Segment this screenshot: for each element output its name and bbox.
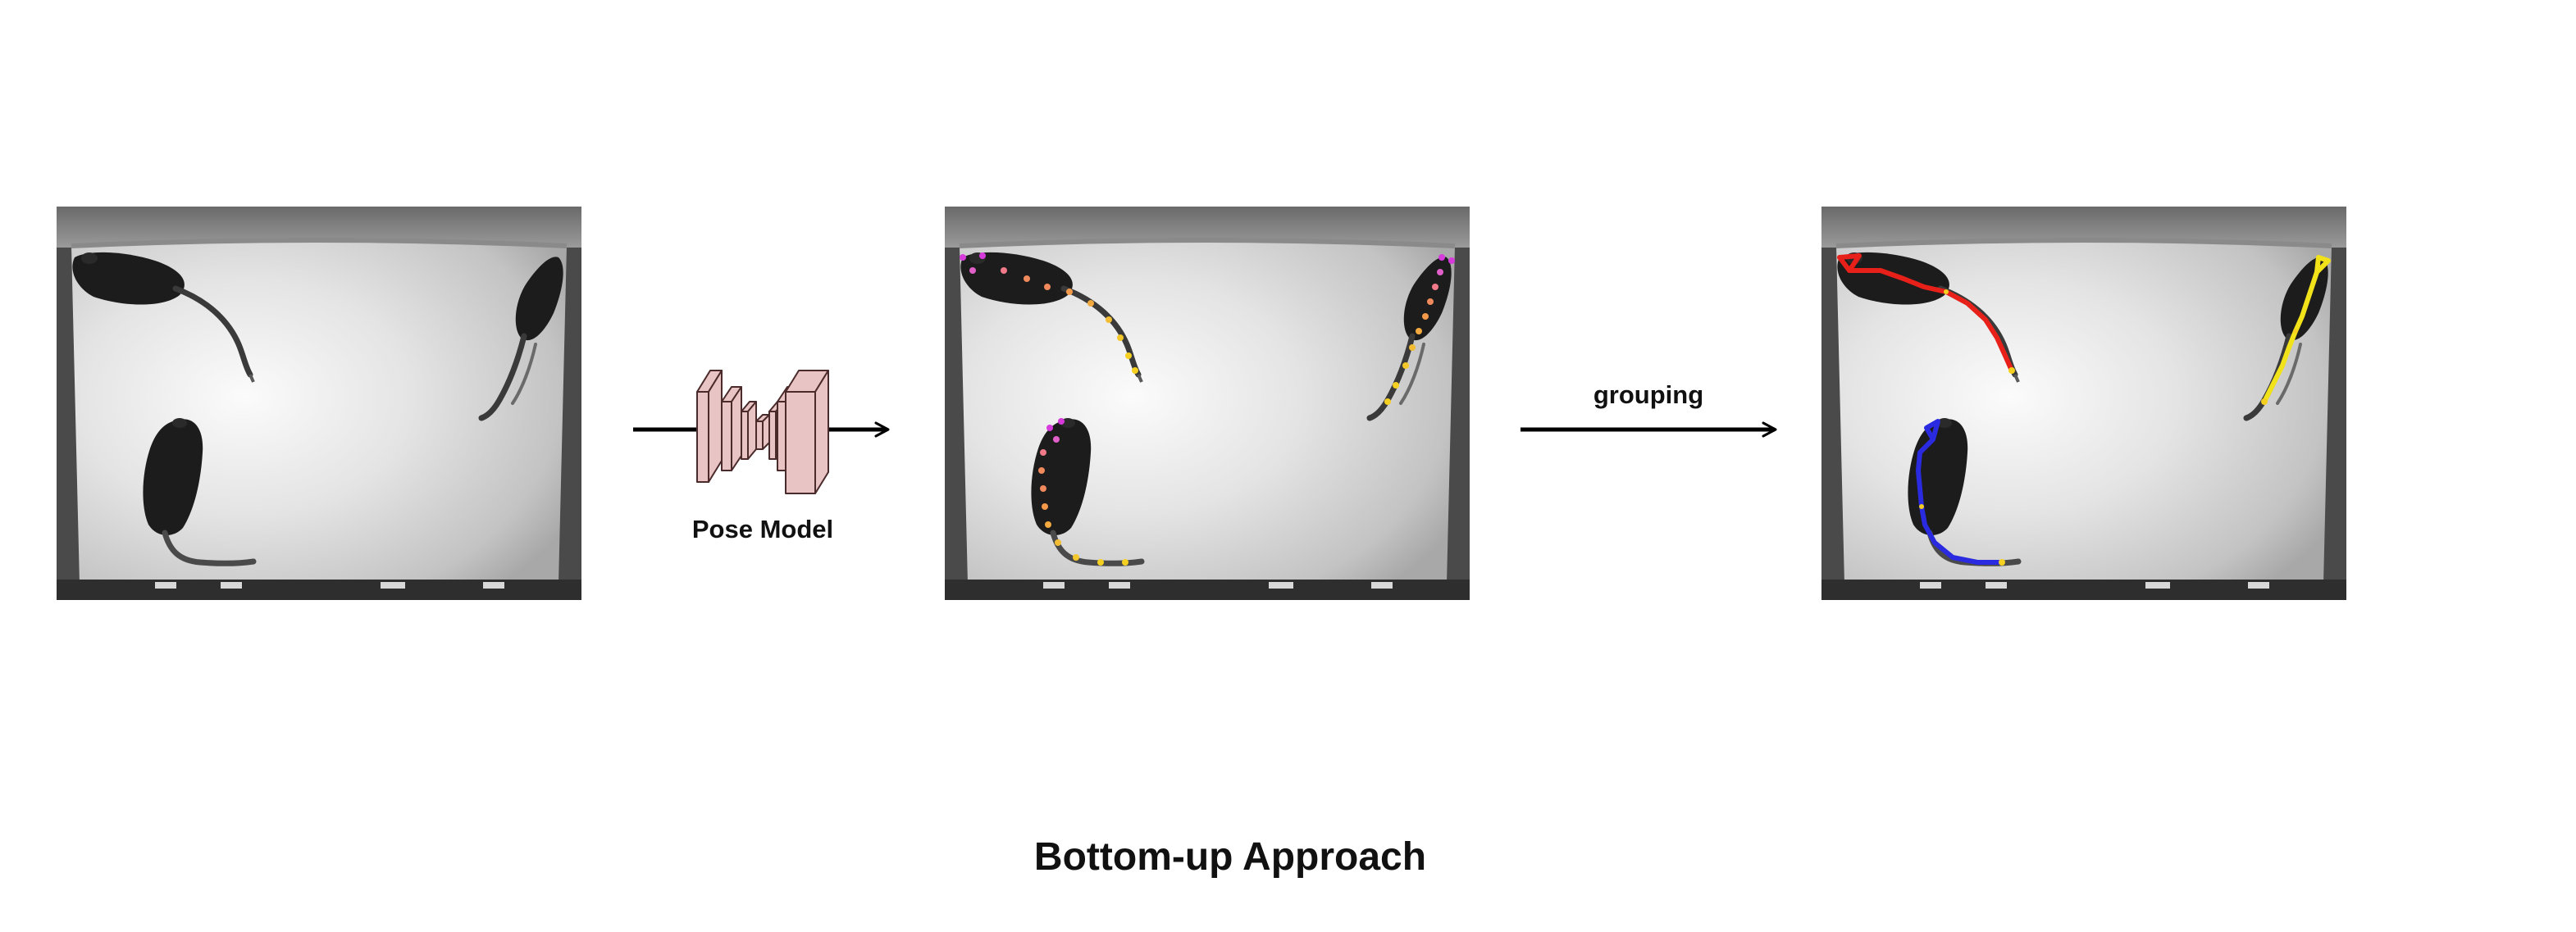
grouping-label: grouping: [1593, 380, 1704, 409]
grouped-frame: [1821, 207, 2346, 600]
pose-model-label: Pose Model: [691, 515, 834, 543]
input-frame: [57, 207, 581, 600]
keypoint-frame: [945, 207, 1470, 600]
pose-model-icon: [696, 370, 829, 494]
diagram-title: Bottom-up Approach: [1033, 835, 1427, 879]
